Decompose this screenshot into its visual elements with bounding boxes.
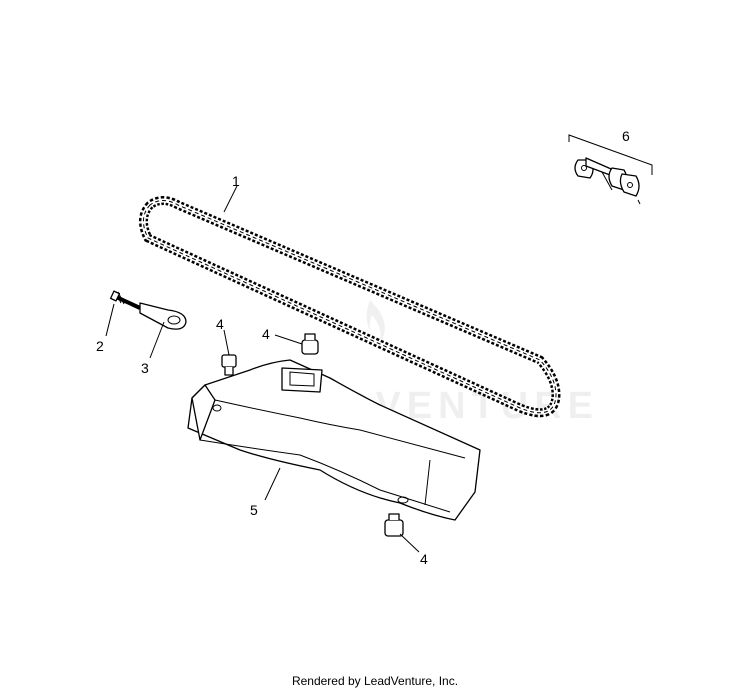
callout-3: 3 [141,360,149,376]
footer-credit: Rendered by LeadVenture, Inc. [291,674,459,688]
flange-nut-middle [301,333,319,355]
callout-4-bottom: 4 [420,551,428,567]
callout-1: 1 [232,173,240,189]
callout-6: 6 [622,128,630,144]
chain-guard [187,359,481,521]
master-link [568,134,653,205]
flange-nut-left [221,354,237,376]
callout-4-left: 4 [216,316,224,332]
leader-lines [105,185,420,553]
flange-nut-bottom [384,513,404,537]
adjuster-plate [139,302,187,330]
callouts: 1 2 3 4 4 4 5 6 [96,128,630,567]
callout-5: 5 [250,502,258,518]
drive-chain [139,196,561,418]
callout-4-middle: 4 [262,326,270,342]
callout-2: 2 [96,338,104,354]
adjuster-bolt [109,290,141,310]
